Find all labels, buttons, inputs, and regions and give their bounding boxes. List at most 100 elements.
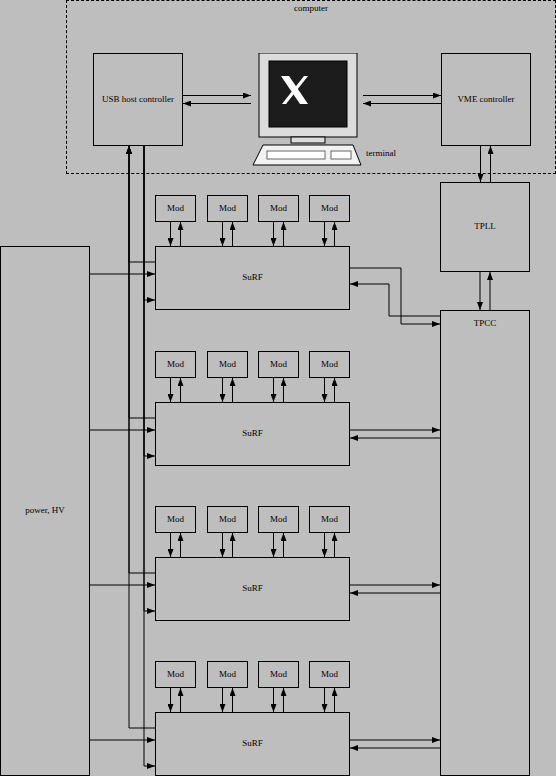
component-box: TPCC xyxy=(440,310,530,776)
connector xyxy=(222,533,223,557)
connector xyxy=(90,585,155,586)
connector xyxy=(283,533,284,557)
node-label: Mod xyxy=(270,515,287,525)
node-label: Mod xyxy=(321,204,338,214)
connector xyxy=(324,378,325,402)
connector xyxy=(232,222,233,246)
component-box: SuRF xyxy=(155,557,350,621)
connector xyxy=(334,222,335,246)
component-box: SuRF xyxy=(155,712,350,776)
connector xyxy=(273,378,274,402)
terminal-node: terminal xyxy=(251,53,363,167)
x-logo xyxy=(282,76,308,104)
component-box: SuRF xyxy=(155,402,350,466)
connector xyxy=(363,103,441,104)
connector xyxy=(324,222,325,246)
node-label: Mod xyxy=(270,670,287,680)
node-label: power, HV xyxy=(25,506,65,516)
module-box: Mod xyxy=(207,506,248,533)
computer-region: computerUSB host controller terminal VME c… xyxy=(66,0,556,174)
connector xyxy=(350,430,440,431)
connector xyxy=(324,533,325,557)
connector xyxy=(129,146,155,418)
module-box: Mod xyxy=(309,195,350,222)
connector xyxy=(144,146,155,300)
connector xyxy=(170,533,171,557)
component-box: SuRF xyxy=(155,246,350,310)
connector xyxy=(480,146,481,182)
connector xyxy=(350,740,440,741)
connector xyxy=(90,274,155,275)
module-box: Mod xyxy=(207,195,248,222)
keyboard xyxy=(253,145,361,165)
connector xyxy=(90,430,155,431)
connector xyxy=(273,688,274,712)
node-label: TPLL xyxy=(474,222,496,232)
component-box: USB host controller xyxy=(93,53,183,146)
connector xyxy=(480,272,481,310)
connector xyxy=(144,146,155,456)
connector xyxy=(350,268,440,324)
node-label: SuRF xyxy=(242,739,263,749)
connector xyxy=(334,533,335,557)
connector xyxy=(170,222,171,246)
module-box: Mod xyxy=(155,661,196,688)
node-label: Mod xyxy=(167,360,184,370)
node-label: Mod xyxy=(321,670,338,680)
connector xyxy=(350,284,440,316)
connector xyxy=(232,533,233,557)
node-label: Mod xyxy=(270,204,287,214)
node-label: SuRF xyxy=(242,429,263,439)
monitor-neck xyxy=(291,137,325,143)
connector xyxy=(180,378,181,402)
node-label: Mod xyxy=(167,515,184,525)
node-label: Mod xyxy=(219,204,236,214)
connector xyxy=(232,688,233,712)
connector xyxy=(222,378,223,402)
connector xyxy=(283,222,284,246)
connector xyxy=(129,146,155,573)
connector xyxy=(283,688,284,712)
module-box: Mod xyxy=(258,351,299,378)
module-box: Mod xyxy=(309,661,350,688)
monitor-screen xyxy=(269,61,347,127)
node-label: Mod xyxy=(167,204,184,214)
module-box: Mod xyxy=(207,351,248,378)
connector xyxy=(283,378,284,402)
module-box: Mod xyxy=(309,506,350,533)
connector xyxy=(273,222,274,246)
node-label: Mod xyxy=(219,360,236,370)
node-label: terminal xyxy=(366,149,396,159)
node-label: VME controller xyxy=(457,95,514,105)
module-box: Mod xyxy=(309,351,350,378)
node-label: SuRF xyxy=(242,584,263,594)
node-label: computer xyxy=(294,4,328,14)
component-box: VME controller xyxy=(441,53,531,146)
connector xyxy=(90,740,155,741)
x-logo xyxy=(281,76,308,104)
module-box: Mod xyxy=(155,195,196,222)
connector xyxy=(170,378,171,402)
connector xyxy=(350,585,440,586)
connector xyxy=(183,103,251,104)
node-label: Mod xyxy=(321,360,338,370)
module-box: Mod xyxy=(258,195,299,222)
connector xyxy=(180,688,181,712)
connector xyxy=(324,688,325,712)
module-box: Mod xyxy=(155,506,196,533)
monitor-case xyxy=(259,53,357,137)
node-label: Mod xyxy=(321,515,338,525)
node-label: USB host controller xyxy=(102,95,174,105)
connector xyxy=(350,593,440,594)
connector xyxy=(180,533,181,557)
connector xyxy=(222,222,223,246)
node-label: Mod xyxy=(167,670,184,680)
node-label: SuRF xyxy=(242,273,263,283)
connector xyxy=(350,438,440,439)
module-box: Mod xyxy=(258,661,299,688)
keyboard-keys xyxy=(267,151,325,159)
module-box: Mod xyxy=(207,661,248,688)
connector xyxy=(273,533,274,557)
connector xyxy=(350,748,440,749)
component-box: power, HV xyxy=(0,246,90,776)
